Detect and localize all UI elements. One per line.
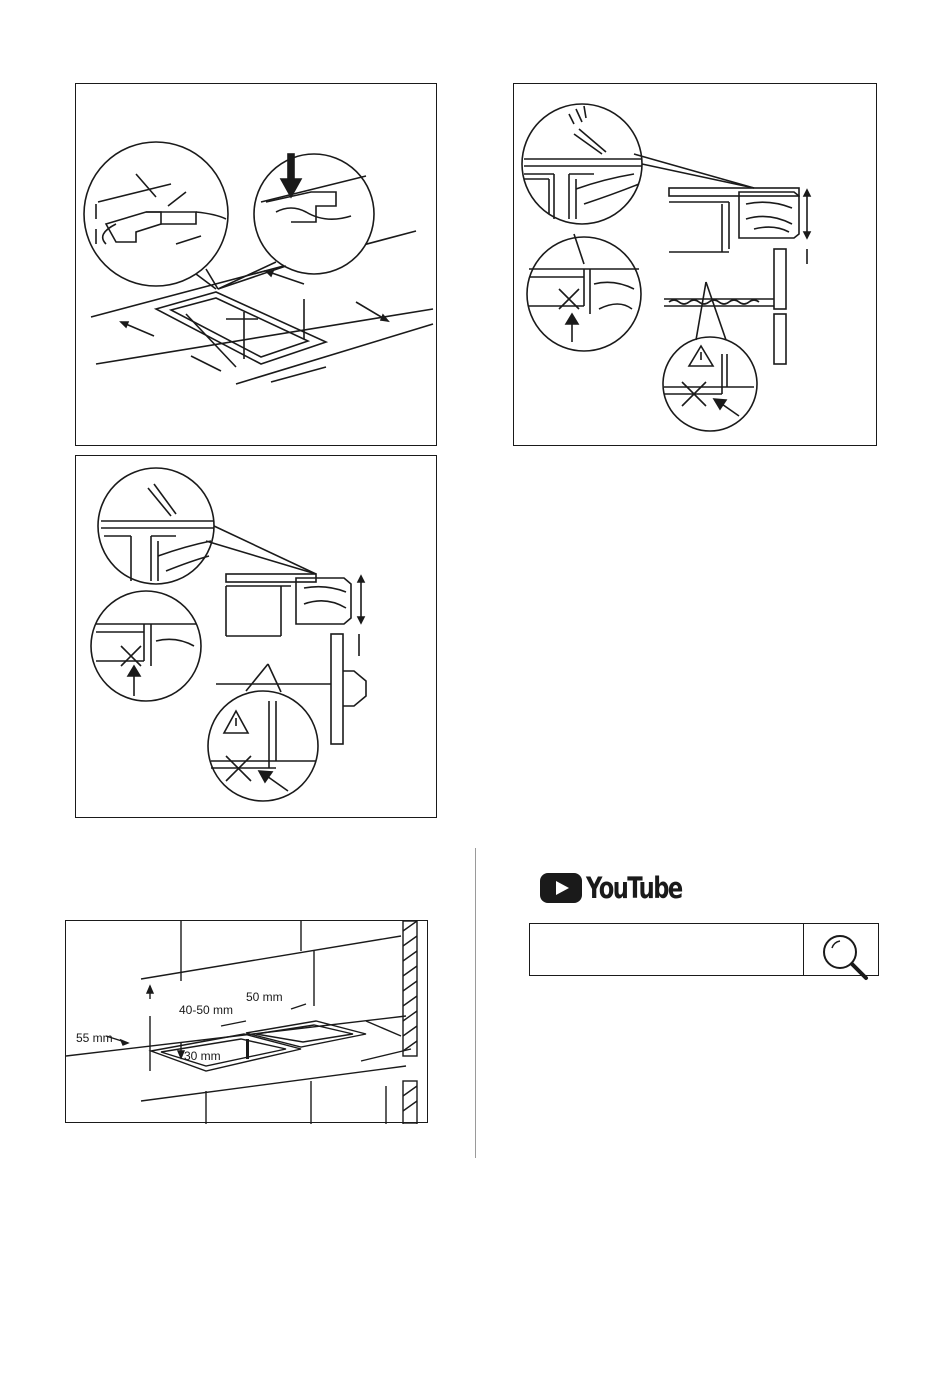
figure-clearance-dimensions: 55 mm 50 mm 40-50 mm 30 mm xyxy=(65,920,428,1123)
rear-gap-label: 50 mm xyxy=(246,990,283,1004)
youtube-logo[interactable]: YouTube xyxy=(540,870,709,906)
sealant-drawers-illustration xyxy=(514,84,878,447)
depth-label: 30 mm xyxy=(184,1049,221,1063)
search-button[interactable] xyxy=(803,924,878,975)
figure-sealant-application-drawers xyxy=(513,83,877,446)
between-gap-label: 40-50 mm xyxy=(179,1003,233,1017)
play-icon xyxy=(540,873,582,903)
youtube-wordmark: YouTube xyxy=(586,871,682,905)
column-divider xyxy=(475,848,476,1158)
front-gap-label: 55 mm xyxy=(76,1031,113,1045)
seal-strip-illustration xyxy=(76,84,438,447)
search-input[interactable] xyxy=(530,924,803,975)
figure-seal-strip-application xyxy=(75,83,437,446)
sealant-door-illustration xyxy=(76,456,438,819)
video-search-box xyxy=(529,923,879,976)
clearance-illustration: 55 mm 50 mm 40-50 mm 30 mm xyxy=(66,921,429,1124)
magnifier-icon xyxy=(818,930,878,990)
figure-sealant-application-door xyxy=(75,455,437,818)
